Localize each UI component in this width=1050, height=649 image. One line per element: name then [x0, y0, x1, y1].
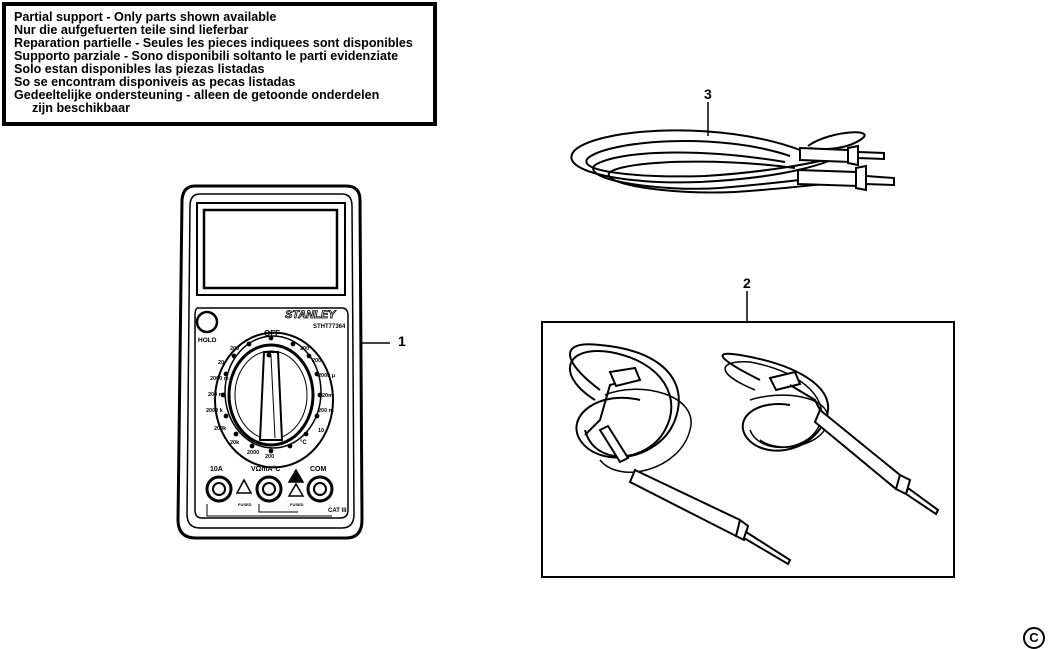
model-number: STHT77364: [313, 324, 346, 330]
multimeter-labels: STANLEY STHT77364 HOLD OFF 200 20 2000 m…: [198, 309, 347, 514]
notice-line-en: Partial support - Only parts shown avail…: [14, 10, 277, 24]
dial-label-2000m: 2000 m: [210, 376, 229, 382]
notice-line-de: Nur die aufgefuerten teile sind lieferba…: [14, 23, 249, 37]
dial-label-200-ohm: 200: [265, 454, 274, 460]
port-label-10a: 10A: [210, 466, 223, 473]
dial-label-20k: 20k: [230, 440, 240, 446]
copyright-icon: C: [1023, 627, 1045, 649]
dial-label-200-acv: 200: [300, 346, 309, 352]
dial-label-2000: 2000: [247, 450, 259, 456]
callout-3: 3: [704, 86, 712, 102]
off-label: OFF: [264, 329, 280, 338]
fuse-label-10a: FUSED: [238, 502, 252, 507]
notice-line-it: Supporto parziale - Sono disponibili sol…: [14, 49, 399, 63]
coiled-test-leads-drawing: [570, 102, 895, 194]
notice-line-nl-cont: zijn beschikbaar: [32, 101, 130, 115]
hold-label: HOLD: [198, 337, 217, 344]
notice-line-fr: Reparation partielle - Seules les pieces…: [14, 36, 413, 50]
multimeter-drawing: [176, 184, 390, 540]
port-label-vma: VΩmA°C: [251, 465, 280, 473]
dial-label-200-dcv: 200: [312, 358, 321, 364]
dial-label-200-v: 200: [230, 346, 239, 352]
dial-label-2000u: 2000 μ: [318, 373, 335, 379]
cat-rating-label: CAT III: [328, 508, 347, 514]
notice-line-es: Solo estan disponibles las piezas listad…: [14, 62, 265, 76]
boxed-test-leads-drawing: [541, 291, 955, 578]
dial-label-200m-a: 200 m: [318, 408, 334, 414]
dial-label-10: 10: [318, 428, 324, 434]
dial-label-20m: 20m: [322, 393, 333, 399]
notice-line-nl: Gedeeltelijke ondersteuning - alleen de …: [14, 88, 380, 102]
dial-label-celsius: °C: [300, 440, 307, 446]
port-label-com: COM: [310, 466, 327, 473]
callout-1: 1: [398, 333, 406, 349]
dial-label-200m: 200 m: [208, 392, 224, 398]
dial-label-20: 20: [218, 360, 224, 366]
notice-line-pt: So se encontram disponiveis as pecas lis…: [14, 75, 296, 89]
callout-2: 2: [743, 275, 751, 291]
dial-label-200k: 200k: [214, 426, 227, 432]
brand-logo: STANLEY: [285, 309, 337, 321]
fuse-label-ma: FUSED: [290, 502, 304, 507]
dial-label-2000k: 2000 k: [206, 408, 224, 414]
parts-notice-box: Partial support - Only parts shown avail…: [2, 2, 437, 126]
